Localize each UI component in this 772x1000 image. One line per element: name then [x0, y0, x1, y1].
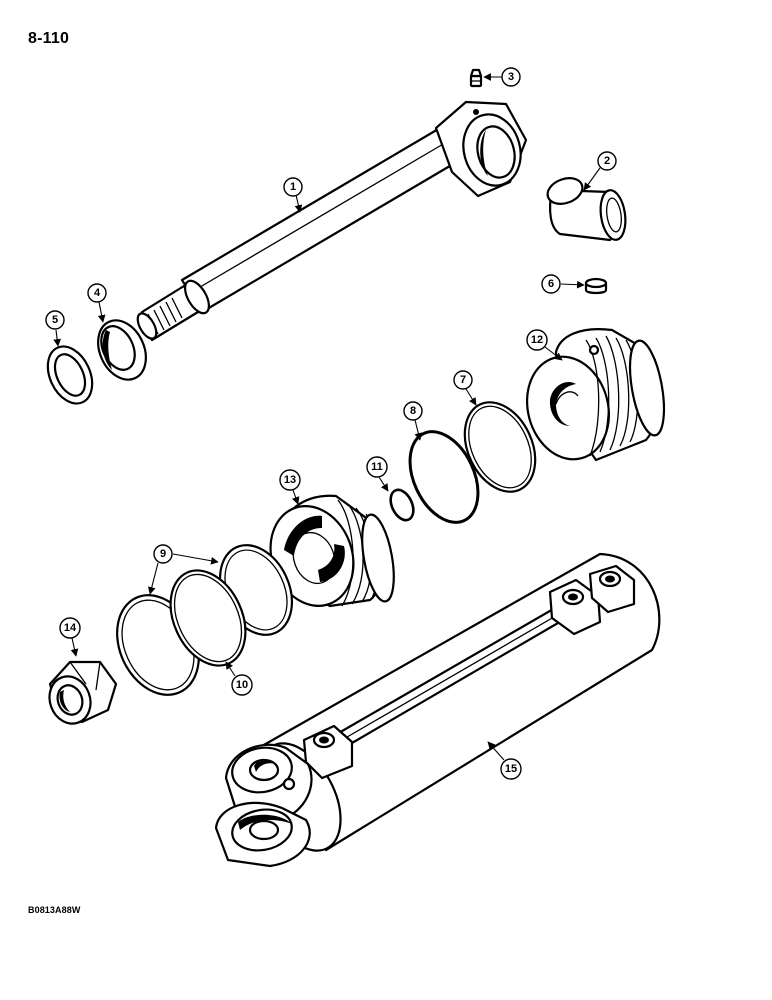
o-ring-small — [389, 488, 415, 522]
callout-5: 5 — [45, 310, 65, 330]
svg-text:14: 14 — [64, 622, 77, 634]
piston — [269, 494, 395, 608]
callout-14: 14 — [59, 617, 81, 639]
wear-ring — [169, 569, 247, 667]
o-ring-large — [408, 430, 480, 524]
cylinder-head — [525, 328, 666, 462]
bushing — [546, 177, 627, 242]
leader-lines — [53, 73, 601, 761]
svg-text:4: 4 — [94, 287, 101, 299]
figure-code: B0813A88W — [28, 905, 81, 915]
callout-10: 10 — [231, 674, 253, 696]
lock-nut — [48, 660, 118, 725]
svg-text:1: 1 — [290, 181, 296, 193]
grease-fitting — [469, 68, 483, 88]
cylinder-barrel — [214, 552, 661, 868]
svg-text:3: 3 — [508, 71, 514, 83]
page-number: 8-110 — [28, 30, 70, 47]
callout-11: 11 — [366, 456, 388, 478]
callout-4: 4 — [87, 283, 107, 303]
svg-text:13: 13 — [284, 474, 296, 486]
callout-12: 12 — [526, 329, 548, 351]
wiper-seal — [97, 319, 147, 381]
callout-15: 15 — [500, 758, 522, 780]
callout-9: 9 — [153, 544, 173, 564]
svg-text:11: 11 — [371, 461, 383, 473]
callout-2: 2 — [597, 151, 617, 171]
rod-seal-ring — [46, 345, 94, 405]
backup-ring — [463, 401, 537, 493]
svg-text:2: 2 — [604, 155, 610, 167]
svg-text:5: 5 — [52, 314, 58, 326]
callout-13: 13 — [279, 469, 301, 491]
callout-3: 3 — [501, 67, 521, 87]
callout-6: 6 — [541, 274, 561, 294]
svg-text:9: 9 — [160, 548, 166, 560]
svg-text:6: 6 — [548, 278, 554, 290]
callout-1: 1 — [283, 177, 303, 197]
callout-7: 7 — [453, 370, 473, 390]
svg-text:15: 15 — [505, 763, 517, 775]
svg-text:10: 10 — [236, 679, 248, 691]
callout-8: 8 — [403, 401, 423, 421]
piston-rod — [136, 100, 528, 342]
plug — [584, 277, 608, 295]
svg-text:7: 7 — [460, 374, 466, 386]
svg-text:8: 8 — [410, 405, 416, 417]
svg-text:12: 12 — [531, 334, 543, 346]
